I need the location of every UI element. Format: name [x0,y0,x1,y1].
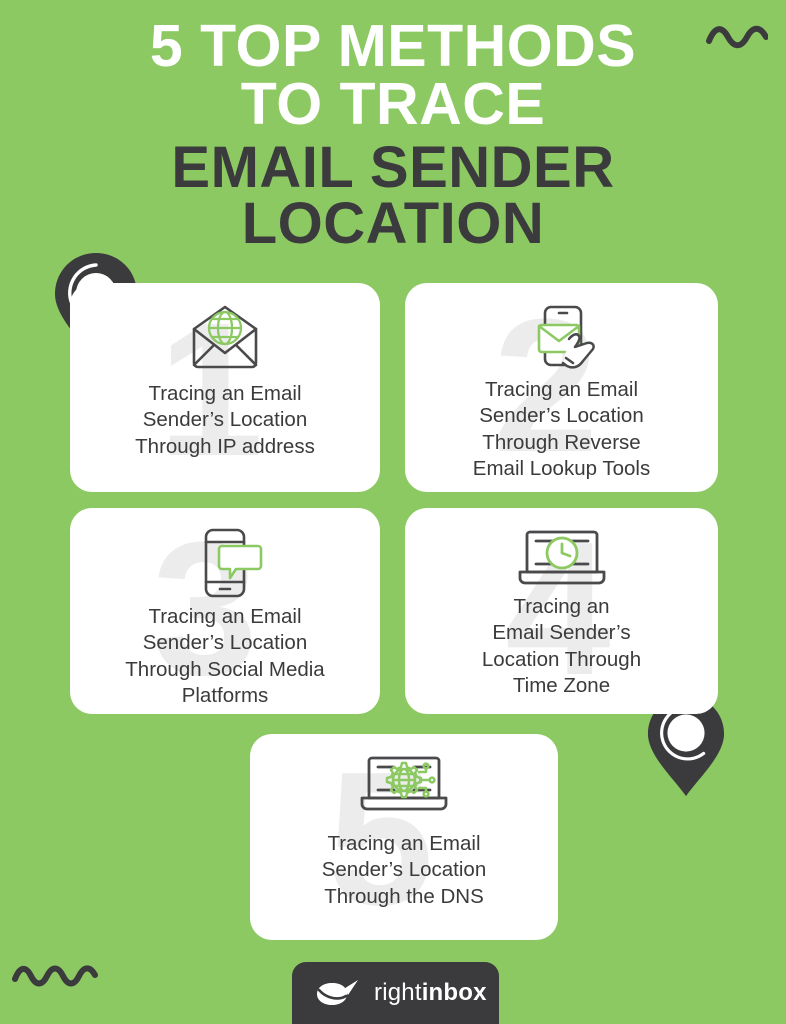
smartphone-email-hand-icon [405,301,718,375]
card-text-line: Tracing an [513,595,610,618]
card-number-watermark: 1 [158,284,264,492]
method-card-5: 5 [250,734,558,940]
card-text-line: Through Reverse [482,430,641,454]
brand-name-light: right [374,979,422,1006]
card-text-line: Sender’s Location [321,858,487,882]
card-text-line: Tracing an Email [484,378,639,401]
method-card-1: 1 [70,283,380,492]
method-card-3: 3 Tracing an Email Sender’s Location Thr… [70,508,380,714]
card-text-5: Tracing an Email Sender’s Location Throu… [250,831,558,910]
card-text-line: Through Social Media [125,657,325,681]
card-text-line: Sender’s Location [142,408,308,432]
smartphone-chat-bubble-icon [70,526,380,600]
brand-name-bold: inbox [421,979,487,1006]
method-card-2: 2 Tracing an Email Sender’s L [405,283,718,492]
brand-logo-bar[interactable]: rightinbox [292,962,499,1024]
card-text-line: Through IP address [135,434,315,458]
card-text-line: Platforms [181,684,269,708]
squiggle-wave-icon [706,24,769,59]
title-line-1: 5 TOP METHODS [149,13,637,79]
card-text-line: Tracing an Email [148,382,302,405]
method-card-4: 4 Tracing an Email Send [405,508,718,714]
card-text-line: Email Sender’s [492,621,631,645]
card-text-line: Email Lookup Tools [472,457,651,481]
card-text-line: Sender’s Location [479,404,644,428]
card-text-line: Tracing an Email [327,832,481,855]
card-text-1: Tracing an Email Sender’s Location Throu… [70,381,380,460]
card-text-line: Time Zone [512,674,611,698]
open-envelope-globe-icon [70,301,380,373]
card-text-line: Tracing an Email [148,605,302,628]
title-line-4: LOCATION [241,191,545,257]
card-text-line: Through the DNS [324,884,484,908]
brand-name: rightinbox [374,979,487,1007]
card-text-line: Location Through [481,647,642,671]
page-title: 5 TOP METHODS TO TRACE EMAIL SENDER LOCA… [0,13,786,257]
title-line-2: TO TRACE [240,70,546,137]
laptop-clock-icon [405,526,718,590]
title-line-3: EMAIL SENDER [171,134,615,200]
laptop-globe-network-icon [250,752,558,816]
rightinbox-tray-plane-icon [314,978,360,1008]
card-text-line: Sender’s Location [142,631,308,655]
squiggle-wave-icon [12,962,98,997]
card-text-2: Tracing an Email Sender’s Location Throu… [405,377,718,483]
card-text-3: Tracing an Email Sender’s Location Throu… [70,604,380,710]
card-text-4: Tracing an Email Sender’s Location Throu… [405,594,718,700]
